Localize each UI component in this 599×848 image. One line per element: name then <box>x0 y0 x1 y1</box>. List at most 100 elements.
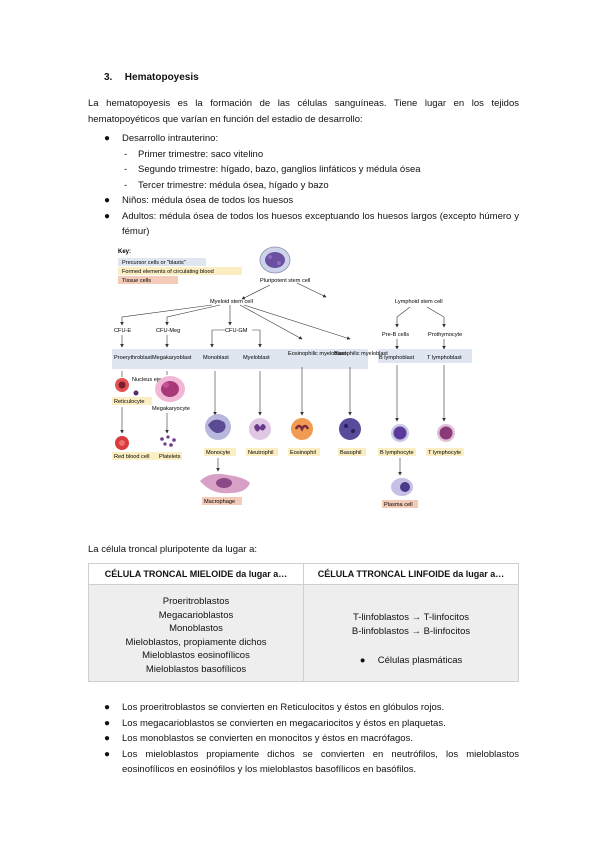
bullet-text: Los proeritroblastos se convierten en Re… <box>122 702 445 713</box>
list-item: ● Los proeritroblastos se convierten en … <box>104 700 519 716</box>
sub-dash: - <box>124 148 128 160</box>
bullet-text: Desarrollo intrauterino: <box>122 133 219 144</box>
hematopoiesis-diagram: Key: Precursor cells or "blasts" Formed … <box>112 246 472 508</box>
key-label-formed: Formed elements of circulating blood <box>122 269 214 275</box>
bullet-dot: ● <box>104 733 111 744</box>
table-caption: La célula troncal pluripotente da lugar … <box>88 544 258 555</box>
macrophage-band <box>202 497 242 505</box>
bullet-list: ● Desarrollo intrauterino: -Primer trime… <box>104 131 519 240</box>
label-myeloid: Myeloid stem cell <box>210 299 253 305</box>
neutrophil-band <box>246 448 278 456</box>
lymph-precursor-band <box>378 349 472 363</box>
label-cfugm: CFU-GM <box>225 328 248 334</box>
table-row: Proeritroblastos Megacarioblastos Monobl… <box>88 584 519 682</box>
label-neutrophil: Neutrophil <box>248 450 274 456</box>
sub-text: Primer trimestre: saco vitelino <box>138 148 264 160</box>
linfoide-list: T-linfoblastos → T-linfocitos B-linfobla… <box>308 611 514 638</box>
b-lymphocyte-icon <box>391 424 409 442</box>
label-lymphoid: Lymphoid stem cell <box>395 299 443 305</box>
label-macrophage: Macrophage <box>204 499 235 505</box>
label-preb: Pre-B cells <box>382 332 409 338</box>
label-monocyte: Monocyte <box>206 450 230 456</box>
plasma-text: Células plasmáticas <box>377 655 463 667</box>
bullet-intrauterine: ● Desarrollo intrauterino: <box>104 131 519 147</box>
label-tlymphoblast: T lymphoblast <box>427 355 462 361</box>
label-eosinophil: Eosinophil <box>290 450 316 456</box>
list-item: T-linfoblastos → T-linfocitos <box>353 612 469 623</box>
eosinophil-band <box>288 448 320 456</box>
sub-text: Segundo trimestre: hígado, bazo, ganglio… <box>138 164 421 175</box>
platelets-band <box>156 452 182 460</box>
table-header-row: CÉLULA TRONCAL MIELOIDE da lugar a… CÉLU… <box>88 563 519 585</box>
megakaryocyte-icon <box>155 376 185 402</box>
sub-item: -Segundo trimestre: hígado, bazo, gangli… <box>124 162 519 178</box>
bullet-dot: ● <box>104 702 111 713</box>
bullet-text: Los monoblastos se convierten en monocit… <box>122 733 413 744</box>
macrophage-icon <box>200 473 250 494</box>
list-item: ● Los mieloblastos propiamente dichos se… <box>104 747 519 778</box>
bullet-text: Adultos: médula ósea de todos los huesos… <box>122 210 519 238</box>
label-plasma: Plasma cell <box>384 502 413 508</box>
sub-dash: - <box>124 164 128 175</box>
label-tlymphocyte: T lymphocyte <box>428 450 461 456</box>
cell-linfoide: T-linfoblastos → T-linfocitos B-linfobla… <box>303 584 519 682</box>
key-label-precursor: Precursor cells or "blasts" <box>122 260 186 266</box>
section-number: 3. <box>104 72 113 83</box>
key-swatch-precursor <box>118 258 206 266</box>
sub-dash: - <box>124 179 128 191</box>
plasma-band <box>382 500 418 508</box>
sub-item: -Tercer trimestre: médula ósea, hígado y… <box>124 178 519 194</box>
bullet-dot: ● <box>104 717 111 729</box>
nucleus-icon <box>133 390 139 396</box>
key-label-tissue: Tissue cells <box>122 278 151 284</box>
label-nucleus: Nucleus ejected <box>132 377 172 383</box>
basophil-band <box>338 448 366 456</box>
label-megakaryocyte: Megakaryocyte <box>152 406 190 412</box>
sub-list: -Primer trimestre: saco vitelino -Segund… <box>124 147 519 194</box>
b-lymphocyte-band <box>378 448 416 456</box>
label-pluripotent: Pluripotent stem cell <box>260 278 310 284</box>
bullet-dot: ● <box>359 655 366 667</box>
label-basophilic: Basophilic myeloblast <box>334 351 388 357</box>
t-lymphocyte-icon <box>437 424 455 442</box>
bullet-children: ● Niños: médula ósea de todos los huesos <box>104 193 519 209</box>
bullet-dot: ● <box>104 133 111 144</box>
list-item: Megacarioblastos <box>158 609 234 621</box>
label-rbc: Red blood cell <box>114 454 149 460</box>
sub-text: Tercer trimestre: médula ósea, hígado y … <box>138 179 329 191</box>
list-item: Mieloblastos eosinofílicos <box>142 650 250 662</box>
label-myeloblast: Myeloblast <box>243 355 270 361</box>
bullet-text: Los megacarioblastos se convierten en me… <box>122 717 446 729</box>
label-eosinophilic: Eosinophilic myeloblast <box>288 351 347 357</box>
key-swatch-formed <box>118 267 242 275</box>
stem-cell-table: CÉLULA TRONCAL MIELOIDE da lugar a… CÉLU… <box>88 563 519 682</box>
monocyte-icon <box>205 414 231 440</box>
monocyte-band <box>204 448 236 456</box>
list-item: ● Los megacarioblastos se convierten en … <box>104 716 519 732</box>
key-title: Key: <box>118 249 131 255</box>
list-item: Mieloblastos, propiamente dichos <box>125 636 267 648</box>
proerythroblast-cell-icon <box>115 378 129 392</box>
section-heading: 3. Hematopoyesis <box>104 72 199 83</box>
list-item: ● Los monoblastos se convierten en monoc… <box>104 731 519 747</box>
key-swatch-tissue <box>118 276 178 284</box>
platelets-icon <box>160 435 176 447</box>
list-item: Monoblastos <box>169 623 223 635</box>
basophil-icon <box>339 418 361 440</box>
bullet-dot: ● <box>104 748 111 760</box>
cell-mieloide: Proeritroblastos Megacarioblastos Monobl… <box>88 584 304 682</box>
header-mieloide: CÉLULA TRONCAL MIELOIDE da lugar a… <box>88 563 304 585</box>
plasma-cell-icon <box>391 478 413 496</box>
label-reticulocyte: Reticulocyte <box>114 399 144 405</box>
sub-item: -Primer trimestre: saco vitelino <box>124 147 519 163</box>
rbc-band <box>112 452 156 460</box>
label-cfumeg: CFU-Meg <box>156 328 180 334</box>
bullet-text: Los mieloblastos propiamente dichos se c… <box>122 748 519 776</box>
reticulocyte-band <box>112 397 152 405</box>
intro-paragraph: La hematopoyesis es la formación de las … <box>88 98 519 125</box>
precursor-band <box>112 349 368 369</box>
red-blood-cell-icon <box>115 436 129 450</box>
bullet-adults: ● Adultos: médula ósea de todos los hues… <box>104 209 519 240</box>
list-item: Mieloblastos basofílicos <box>145 663 247 675</box>
